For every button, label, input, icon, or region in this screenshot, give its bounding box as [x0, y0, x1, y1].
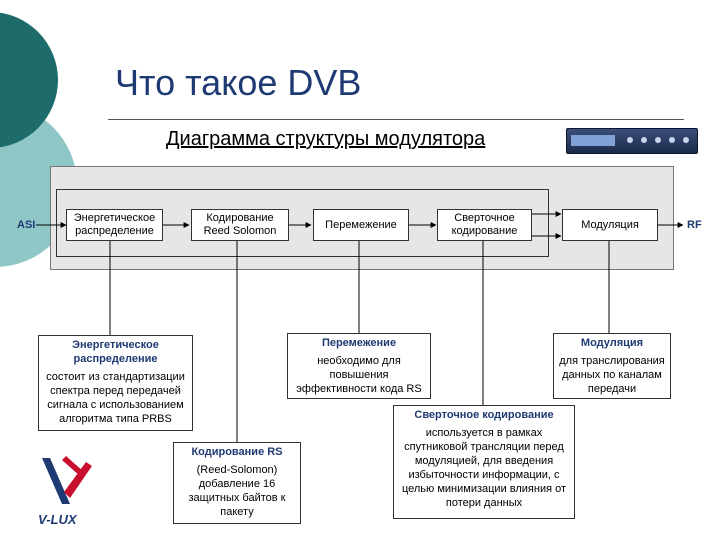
modulator-device-icon	[566, 128, 698, 154]
block-modulation: Модуляция	[562, 209, 658, 241]
desc-reed-solomon-heading: Кодирование RS	[191, 446, 283, 458]
asi-input-label: ASI	[17, 219, 36, 231]
desc-reed-solomon: Кодирование RS (Reed-Solomon) добавление…	[173, 442, 301, 524]
block-energy-dispersal: Энергетическое распределение	[66, 209, 163, 241]
desc-energy-dispersal: Энергетическое распределение состоит из …	[38, 335, 193, 431]
block-energy-dispersal-label: Энергетическое распределение	[73, 212, 156, 237]
desc-modulation-heading: Модуляция	[580, 337, 644, 349]
dark-circle-shape	[0, 12, 58, 148]
block-interleaving-label: Перемежение	[325, 218, 397, 231]
desc-interleaving: Перемежение необходимо для повышения эфф…	[287, 333, 431, 399]
desc-interleaving-text: необходимо для повышения эффективности к…	[296, 355, 422, 395]
block-reed-solomon: Кодирование Reed Solomon	[191, 209, 289, 241]
desc-reed-solomon-text: (Reed-Solomon) добавление 16 защитных ба…	[188, 464, 286, 518]
rf-output-label: RF	[687, 219, 702, 231]
desc-modulation: Модуляция для транслирования данных по к…	[553, 333, 671, 399]
desc-interleaving-heading: Перемежение	[321, 337, 397, 349]
slide-title: Что такое DVB	[115, 62, 362, 103]
diagram-subtitle: Диаграмма структуры модулятора	[166, 128, 486, 150]
block-convolutional-label: Сверточное кодирование	[451, 212, 518, 237]
v-lux-logo-icon: V-LUX	[38, 456, 92, 527]
desc-convolutional-text: используется в рамках спутниковой трансл…	[401, 427, 567, 509]
block-modulation-label: Модуляция	[581, 218, 639, 231]
desc-convolutional: Сверточное кодирование используется в ра…	[393, 405, 575, 519]
desc-modulation-text: для транслирования данных по каналам пер…	[559, 355, 665, 395]
block-convolutional: Сверточное кодирование	[437, 209, 532, 241]
modulator-inner-frame	[56, 189, 549, 257]
desc-energy-dispersal-text: состоит из стандартизации спектра перед …	[46, 371, 185, 425]
block-reed-solomon-label: Кодирование Reed Solomon	[203, 212, 277, 237]
desc-convolutional-heading: Сверточное кодирование	[414, 409, 554, 421]
block-interleaving: Перемежение	[313, 209, 409, 241]
logo-wordmark: V-LUX	[38, 512, 78, 527]
desc-energy-dispersal-heading: Энергетическое распределение	[72, 339, 159, 365]
title-divider	[108, 119, 684, 120]
